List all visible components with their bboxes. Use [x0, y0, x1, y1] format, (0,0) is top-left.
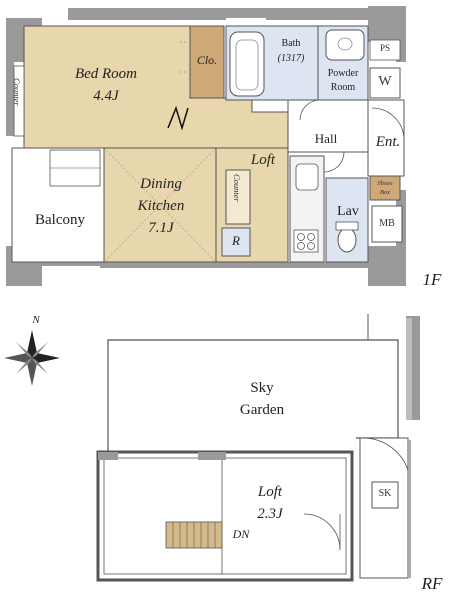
hall-label: Hall: [314, 131, 338, 146]
counter-left-label: Counter: [12, 78, 22, 106]
shoes-box-floor: [369, 175, 401, 201]
ps-box: [369, 39, 401, 61]
wall-block: [6, 62, 14, 136]
wall-block: [266, 8, 368, 20]
kitchen-counter: [225, 169, 251, 225]
roof-loft-name: Loft: [257, 484, 283, 500]
stairs-down-label: DN: [232, 527, 250, 541]
closet-floor: [189, 25, 225, 99]
loft-label: Loft: [250, 152, 276, 168]
refrigerator-box: [221, 227, 251, 257]
powder-room-line2: Room: [330, 82, 356, 93]
wall-block: [100, 262, 368, 268]
balcony-floor: [11, 147, 105, 263]
wall-block: [42, 262, 100, 266]
compass-rose: [4, 330, 60, 386]
wall-block: [396, 42, 406, 62]
powder-room-line1: Powder: [327, 68, 359, 79]
sky-garden-line1: Sky: [250, 380, 274, 396]
dining-line1: Dining: [140, 176, 182, 192]
sink-label: SK: [378, 488, 392, 499]
refrigerator-label: R: [232, 233, 240, 248]
floor-1-label: 1F: [422, 270, 442, 289]
toilet: [337, 227, 357, 253]
counter-kitchen-label: Counter: [232, 174, 242, 202]
sky-garden-line2: Garden: [239, 402, 285, 418]
closet-label: Clo.: [196, 53, 218, 67]
sink-box: [371, 481, 399, 509]
ps-label: PS: [379, 43, 390, 53]
washer-box: [369, 67, 401, 99]
compass-north-label: N: [32, 314, 40, 326]
wall-block: [368, 246, 406, 286]
floor-1-plan: [6, 6, 406, 286]
lavatory-label: Lav: [337, 204, 359, 219]
bedroom-size: 4.4J: [93, 88, 119, 104]
mb-label: MB: [379, 218, 395, 229]
roof-floor-plan: [96, 314, 420, 582]
wall-block: [226, 8, 266, 18]
balcony-label: Balcony: [35, 212, 85, 228]
shoes-box-line2: Box: [379, 189, 391, 196]
sky-garden-outline: [107, 339, 399, 456]
washer-label: W: [378, 74, 392, 89]
mb-box: [371, 205, 403, 243]
dining-size: 7.1J: [148, 220, 174, 236]
bedroom-name: Bed Room: [74, 66, 138, 82]
roof-floor-label: RF: [421, 574, 443, 593]
counter-left-strip: [13, 65, 25, 137]
entrance-label: Ent.: [375, 134, 401, 150]
wall-block: [68, 8, 226, 20]
wall-block: [368, 6, 406, 42]
entrance-floor: [367, 99, 405, 177]
bath-name: Bath: [281, 38, 301, 49]
bath-size: (1317): [277, 53, 305, 64]
shoes-box-line1: Shoes: [377, 180, 393, 187]
washbasin: [325, 29, 365, 61]
bathtub: [229, 31, 265, 97]
dining-line2: Kitchen: [137, 198, 185, 214]
roof-loft-size: 2.3J: [257, 506, 283, 522]
